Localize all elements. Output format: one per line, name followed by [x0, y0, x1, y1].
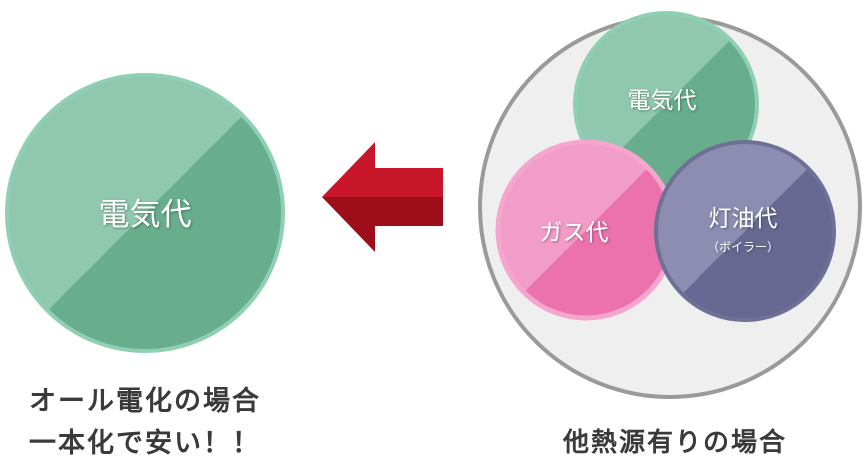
- all-electric-caption: オール電化の場合 一本化で安い！！: [0, 381, 290, 465]
- all-electric-circle-label: 電気代: [99, 197, 192, 233]
- all-electric-group: 電気代: [5, 73, 285, 353]
- all-electric-circle: [5, 73, 285, 353]
- left-arrow-icon: [322, 142, 443, 252]
- kerosene-circle-label: 灯油代: [709, 206, 778, 232]
- gas-circle-label: ガス代: [540, 220, 609, 246]
- multi-source-caption: 他熱源有りの場合: [562, 428, 787, 458]
- electric-circle-label: 電気代: [628, 88, 697, 114]
- all-electric-caption-line1: オール電化の場合: [29, 386, 261, 417]
- all-electric-caption-line2: 一本化で安い！！: [29, 428, 261, 459]
- kerosene-circle-sublabel: （ボイラー）: [707, 240, 779, 254]
- multi-source-group: 電気代 ガス代 灯油代 （ボイラー）: [478, 11, 862, 399]
- kerosene-circle: [654, 140, 836, 322]
